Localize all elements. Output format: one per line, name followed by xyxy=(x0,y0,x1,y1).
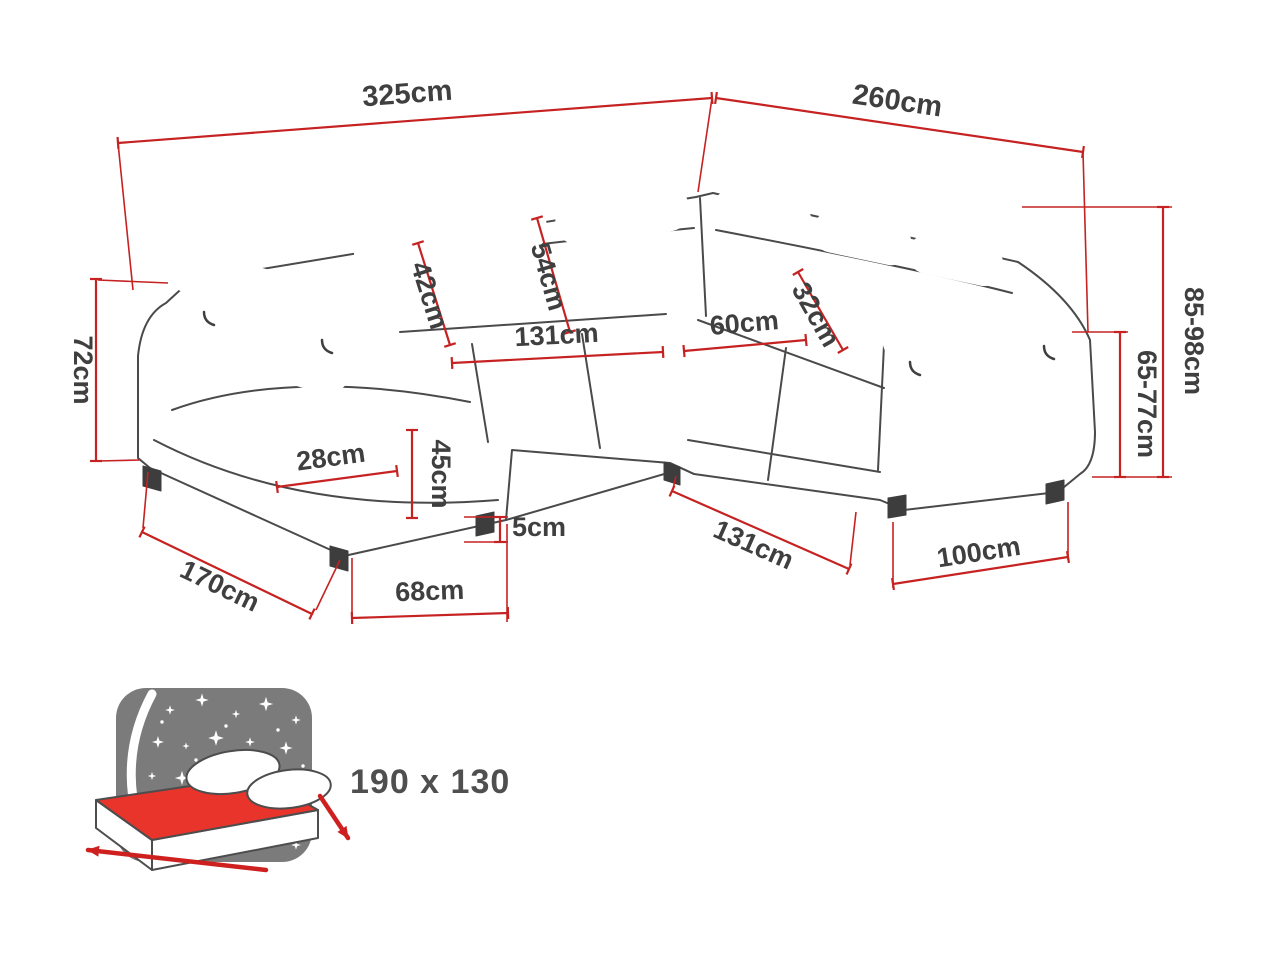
dimension-height-total: 85-98cm xyxy=(1157,205,1209,479)
dimension-leg-height: 5cm xyxy=(494,512,566,544)
dimension-chaise-length: 170cm xyxy=(138,526,316,620)
extension-line xyxy=(117,142,134,291)
dimension-label-front-width: 131cm xyxy=(709,514,798,575)
dimension-label-leg-height: 5cm xyxy=(512,512,566,542)
extension-line xyxy=(97,279,169,284)
headrest-cushion xyxy=(908,233,1004,287)
dimension-line-chaise-width xyxy=(350,606,510,625)
dimension-line-armrest-width xyxy=(275,464,399,494)
headrest-cushion xyxy=(812,210,912,266)
dimension-width-total: 325cm xyxy=(116,75,714,150)
dimension-line-seat-length-long xyxy=(450,345,665,370)
headrest-cushion xyxy=(712,188,812,244)
sleeping-function-icon xyxy=(85,688,351,873)
right-armrest-roll xyxy=(882,314,1078,406)
dimension-line-backrest-depth-left xyxy=(411,240,457,348)
unfold-direction-arrow-icon xyxy=(317,793,351,841)
sofa-drawing xyxy=(137,187,1096,572)
dimension-annotations: 325cm 260cm 72cm 42cm 54cm 32cm 131cm 6 xyxy=(68,75,1209,625)
sofa-leg xyxy=(1045,479,1065,505)
extension-line xyxy=(1082,151,1089,333)
extension-line xyxy=(315,559,341,611)
dimension-label-height-total: 85-98cm xyxy=(1179,287,1209,395)
dimension-armrest-height: 72cm xyxy=(68,277,102,463)
right-seat-front-edge xyxy=(687,439,881,473)
dimension-label-depth-total: 260cm xyxy=(850,79,944,124)
dimension-seat-length-long: 131cm xyxy=(450,318,665,370)
dimension-label-chaise-width: 68cm xyxy=(395,575,465,607)
right-arm-inner-edge xyxy=(877,344,885,471)
sofa-leg xyxy=(329,545,349,572)
seat-seam xyxy=(767,347,787,481)
extension-line xyxy=(142,471,149,529)
extension-line xyxy=(849,511,857,566)
dimension-line-backrest-depth-right xyxy=(792,268,849,354)
dimension-line-depth-total xyxy=(714,91,1085,159)
star-dot-icon xyxy=(301,764,305,768)
star-dot-icon xyxy=(194,758,198,762)
headrest-bracket xyxy=(320,338,334,355)
sofa-leg xyxy=(887,494,907,519)
dimension-line-side-width xyxy=(890,550,1071,591)
dimension-line-width-total xyxy=(116,91,714,150)
dimension-label-width-total: 325cm xyxy=(361,75,453,114)
sofa-leg xyxy=(475,511,495,537)
sleeping-area-label: 190 x 130 xyxy=(350,763,510,801)
extension-line xyxy=(697,97,713,193)
sofa-leg xyxy=(142,465,162,492)
dimension-label-seat-length-long: 131cm xyxy=(514,318,600,352)
dimension-backrest-height: 65-77cm xyxy=(1114,330,1162,479)
dimension-line-chaise-length xyxy=(138,526,316,620)
dimension-label-seat-height: 45cm xyxy=(426,439,456,508)
extension-line xyxy=(97,459,141,462)
dimension-front-width: 131cm xyxy=(668,485,853,575)
dimension-line-seat-length-short xyxy=(682,333,808,358)
star-dot-icon xyxy=(224,724,228,728)
front-base-edge xyxy=(505,469,679,521)
corner-seam xyxy=(699,197,707,317)
dimension-seat-height: 45cm xyxy=(406,428,456,520)
left-armrest-roll xyxy=(165,305,351,395)
dimension-line-backrest-depth-middle xyxy=(530,215,577,335)
headrest-cushion xyxy=(353,203,548,277)
headrest-cushion xyxy=(555,187,690,245)
dimension-label-chaise-length: 170cm xyxy=(176,554,265,617)
dimension-label-armrest-height: 72cm xyxy=(68,335,98,404)
headrest-bracket xyxy=(1042,344,1056,361)
star-dot-icon xyxy=(276,728,280,732)
dimension-depth-total: 260cm xyxy=(714,79,1085,159)
dimension-seat-length-short: 60cm xyxy=(682,305,808,358)
headrest-cushion xyxy=(168,249,336,327)
dimension-label-backrest-height: 65-77cm xyxy=(1132,350,1162,458)
dimension-label-seat-length-short: 60cm xyxy=(709,305,780,341)
dimension-chaise-width: 68cm xyxy=(350,575,510,625)
pillow xyxy=(246,768,332,810)
headrest-bracket xyxy=(908,360,922,377)
star-dot-icon xyxy=(160,720,164,724)
dimension-side-width: 100cm xyxy=(890,531,1071,591)
unfold-direction-arrow-icon xyxy=(85,845,269,873)
headrest-bracket xyxy=(202,310,216,327)
dimension-line-front-width xyxy=(668,485,853,575)
